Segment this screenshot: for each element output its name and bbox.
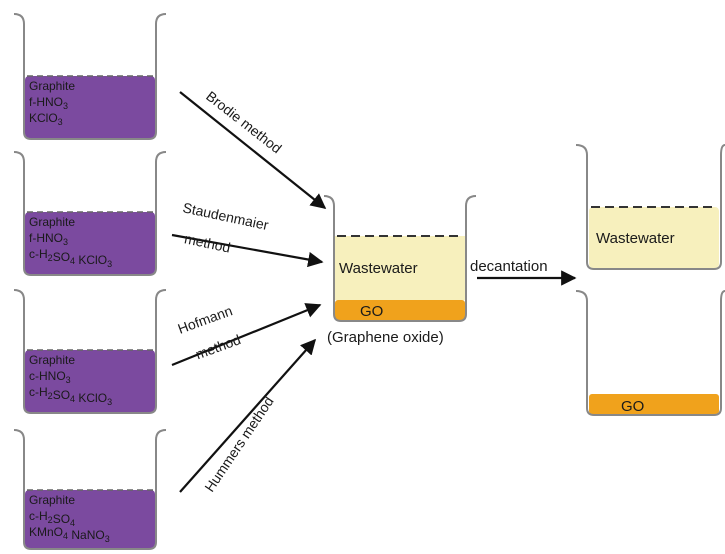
arrow-hummers [179,338,317,493]
beaker-outline [13,289,167,414]
graphene-oxide-caption: (Graphene oxide) [327,329,444,346]
reagent-line: Graphite [29,493,75,507]
method-line: Hummers method [201,393,276,494]
go-layer [335,300,465,320]
go-layer [589,394,719,414]
method-line: Brodie method [203,88,285,157]
beaker-outline [13,429,167,550]
reagent-line: KMnO4 NaNO3 [29,525,110,544]
method-label-staudenmaier: Staudenmaiermethod [175,199,270,262]
wastewater-layer [589,207,719,268]
reagent-line: Graphite [29,353,75,367]
beaker-outline [575,290,725,416]
decantation-label: decantation [470,258,548,275]
beaker-outline [575,144,725,270]
reagent-line: KClO3 [29,111,63,127]
reagent-line: Graphite [29,79,75,93]
arrow-staudenmaier [171,233,324,268]
beaker-outline [13,13,167,140]
reagent-line: f-HNO3 [29,95,68,111]
method-label-hofmann: Hofmannmethod [176,302,245,365]
beaker-outline [13,151,167,276]
wastewater-layer [335,236,465,300]
reagent-line: Graphite [29,215,75,229]
reagent-fill [25,350,155,412]
center-go-label: GO [360,303,383,320]
reagent-line: c-H2SO4 [29,509,75,528]
beaker-outline [323,195,477,322]
reagent-line: c-HNO3 [29,369,71,385]
result-wastewater-label: Wastewater [596,230,675,247]
reagent-fill [25,212,155,274]
center-beaker: Wastewater GO [323,195,477,322]
reagent-line: c-H2SO4 KClO3 [29,247,112,269]
result-beaker-wastewater: Wastewater [575,144,725,270]
reagent-line: f-HNO3 [29,231,68,247]
method-line: Staudenmaier [181,199,270,233]
center-wastewater-label: Wastewater [339,260,418,277]
method-line: Hofmann [176,302,235,336]
method-line: method [193,331,242,362]
reagent-fill [25,76,155,138]
method-label-brodie: Brodie method [203,88,285,157]
method-line: method [183,230,232,255]
method-label-hummers: Hummers method [201,393,276,494]
result-beaker-go: GO [575,290,725,416]
reagent-line: c-H2SO4 KClO3 [29,385,112,407]
reagent-fill [25,490,155,548]
arrow-hofmann [171,303,322,367]
arrow-brodie [179,91,327,209]
result-go-label: GO [621,398,644,415]
